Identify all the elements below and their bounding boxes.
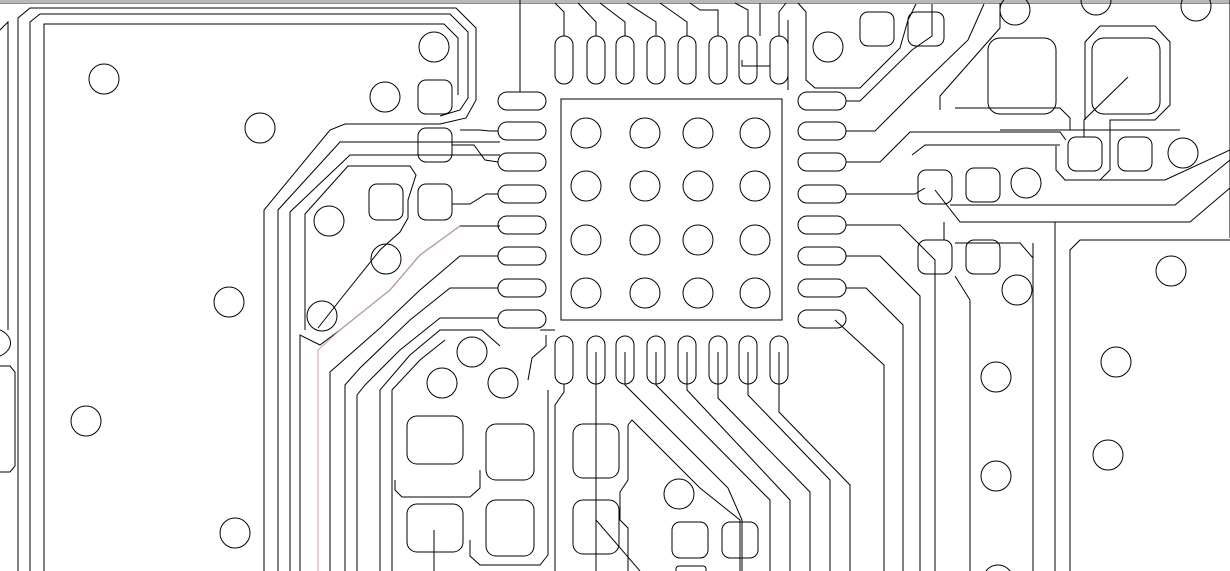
chip-pins-right — [798, 92, 846, 328]
chip-pins-left — [498, 92, 546, 328]
right-pads — [860, 12, 1170, 274]
left-lower-passives — [380, 330, 555, 571]
bottom-pin-traces — [555, 352, 850, 571]
left-small-pads — [369, 80, 452, 220]
bottom-center-pads — [573, 420, 758, 571]
right-copper-pour — [912, 0, 1230, 571]
left-pin-traces — [318, 130, 546, 571]
chip-pins-top — [555, 36, 788, 84]
viewport-top-edge — [0, 0, 1230, 4]
chip-pins-bottom — [555, 336, 788, 384]
top-pin-traces — [520, 0, 916, 92]
left-vias — [71, 32, 694, 548]
right-pin-traces — [835, 4, 1066, 571]
right-vias — [981, 0, 1211, 571]
left-copper-pour — [0, 8, 500, 571]
chip-body-outline — [561, 99, 782, 320]
thermal-vias — [571, 118, 770, 308]
qfn-chip — [561, 99, 782, 320]
